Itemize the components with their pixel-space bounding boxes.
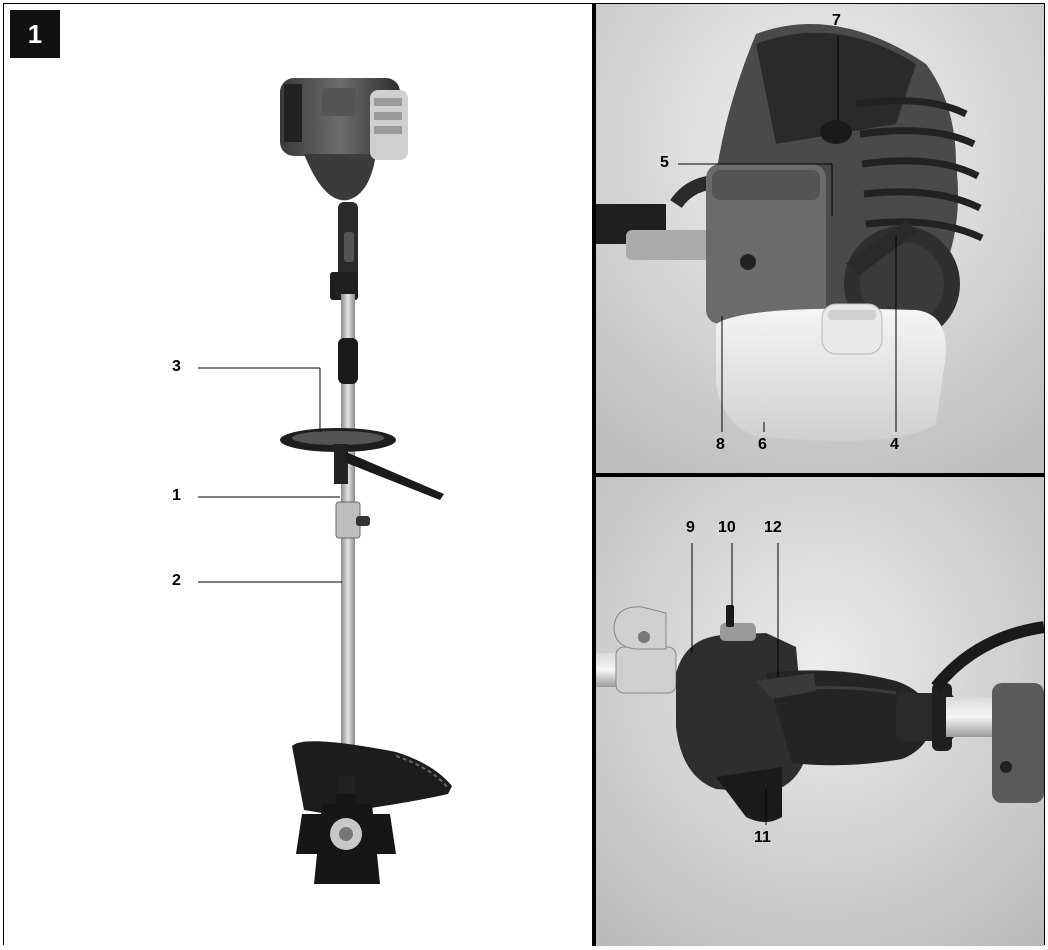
engine-closeup-photo xyxy=(596,4,1044,473)
label-1: 1 xyxy=(172,487,181,504)
panel-engine-closeup: 7 5 8 6 4 xyxy=(596,4,1044,473)
label-7: 7 xyxy=(832,12,841,29)
horizontal-divider xyxy=(596,473,1045,477)
panel-full-trimmer: 1 3 1 2 xyxy=(4,4,592,946)
figure-number-badge: 1 xyxy=(10,10,60,58)
label-10: 10 xyxy=(718,519,736,536)
label-3: 3 xyxy=(172,358,181,375)
label-2: 2 xyxy=(172,572,181,589)
label-9: 9 xyxy=(686,519,695,536)
loop-handle xyxy=(280,428,444,500)
label-12: 12 xyxy=(764,519,782,536)
panel-handle-closeup: 9 10 12 11 xyxy=(596,477,1044,946)
shaft-coupling xyxy=(335,501,370,539)
vertical-divider xyxy=(592,4,596,946)
label-8: 8 xyxy=(716,436,725,453)
blade-guard xyxy=(292,741,452,814)
label-5: 5 xyxy=(660,154,669,171)
handle-closeup-photo xyxy=(596,477,1044,946)
cutting-blade xyxy=(296,794,396,884)
shaft xyxy=(341,294,355,784)
label-4: 4 xyxy=(890,436,899,453)
throttle-handle xyxy=(330,202,358,300)
label-11: 11 xyxy=(754,829,771,846)
trimmer-illustration xyxy=(198,78,452,884)
engine-unit xyxy=(280,78,408,201)
grip-sleeve xyxy=(338,338,358,384)
label-6: 6 xyxy=(758,436,767,453)
